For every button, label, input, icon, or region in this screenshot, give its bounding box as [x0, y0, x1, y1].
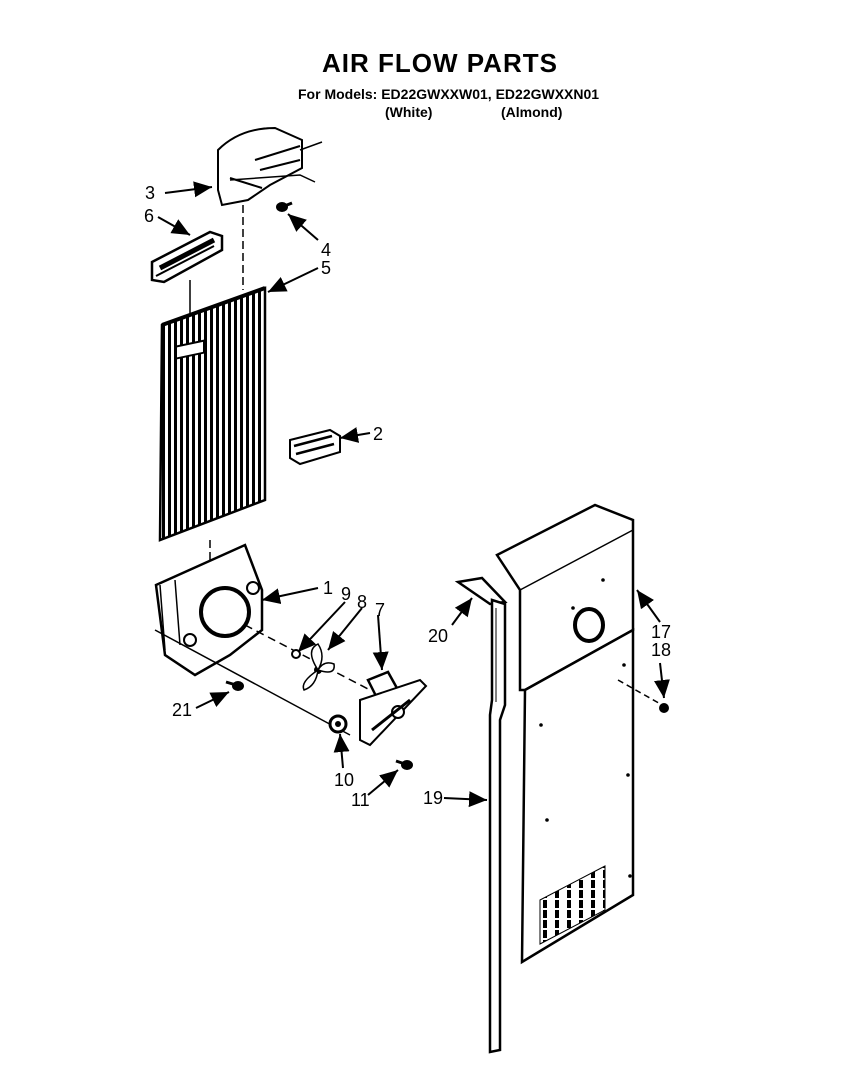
shroud-axis-line: [154, 629, 351, 736]
callout-6: 6: [144, 206, 154, 226]
seal-strip-part-20[interactable]: [454, 576, 508, 606]
callout-17: 17: [651, 622, 671, 642]
fan-blade-part-8[interactable]: [302, 643, 335, 691]
callout-11: 11: [351, 790, 370, 810]
channel-part-19[interactable]: [488, 598, 507, 1054]
callout-8: 8: [357, 592, 367, 612]
callout-18: 18: [651, 640, 671, 660]
air-duct-part-3[interactable]: [217, 126, 323, 207]
variant-white: (White): [385, 104, 433, 120]
fan-shroud-part-1[interactable]: [154, 543, 264, 677]
grommet-part-10[interactable]: [328, 714, 348, 734]
evaporator-cover-part-17[interactable]: [495, 503, 635, 965]
screw-part-21[interactable]: [225, 680, 244, 691]
callout-arrows: [157, 181, 670, 808]
air-panel-part-5[interactable]: [158, 286, 267, 542]
variant-almond: (Almond): [501, 104, 563, 120]
callout-21: 21: [172, 700, 192, 720]
callout-3: 3: [145, 183, 155, 203]
callout-10: 10: [334, 770, 354, 790]
callout-19: 19: [423, 788, 443, 808]
callout-20: 20: [428, 626, 448, 646]
screw-part-18[interactable]: [659, 703, 669, 713]
cover-leader-line: [617, 679, 665, 707]
callout-2: 2: [373, 424, 383, 444]
callout-1: 1: [323, 578, 333, 598]
fan-motor-part-7[interactable]: [359, 670, 428, 747]
callout-7: 7: [375, 600, 385, 620]
bracket-part-2[interactable]: [289, 428, 341, 466]
page-title: AIR FLOW PARTS: [322, 48, 558, 78]
callout-4: 4: [321, 240, 331, 260]
screw-part-11[interactable]: [395, 759, 413, 770]
callout-5: 5: [321, 258, 331, 278]
models-line: For Models: ED22GWXXW01, ED22GWXXN01: [298, 86, 600, 102]
motor-axis-line: [244, 624, 371, 691]
screw-part-4[interactable]: [276, 201, 293, 212]
callout-9: 9: [341, 584, 351, 604]
grille-insert-part-6[interactable]: [150, 230, 224, 284]
